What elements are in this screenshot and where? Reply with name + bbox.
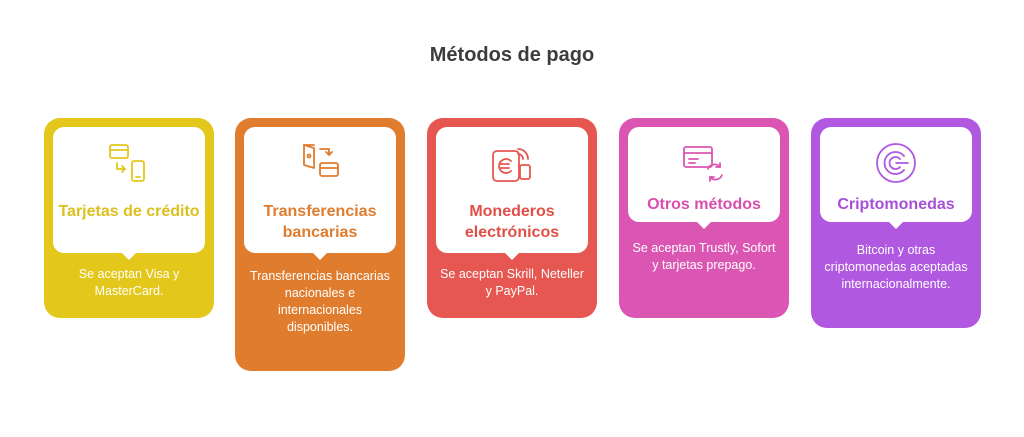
card-description: Se aceptan Skrill, Neteller y PayPal.	[440, 267, 584, 298]
card-description: Bitcoin y otras criptomonedas aceptadas …	[824, 243, 968, 291]
card-description: Transferencias bancarias nacionales e in…	[250, 269, 390, 334]
e-wallet-icon	[488, 139, 536, 187]
card-otros-metodos: Otros métodos Se aceptan Trustly, Sofort…	[619, 118, 789, 318]
card-label: Tarjetas de crédito	[58, 203, 200, 220]
card-header: Tarjetas de crédito	[53, 127, 205, 260]
card-refresh-icon	[680, 139, 728, 187]
crypto-coin-icon	[872, 139, 920, 187]
card-label: Monederos electrónicos	[464, 203, 560, 241]
card-header: Monederos electrónicos	[436, 127, 588, 260]
card-description: Se aceptan Visa y MasterCard.	[78, 267, 180, 298]
card-header: Criptomonedas	[820, 127, 972, 229]
card-criptomonedas: Criptomonedas Bitcoin y otras criptomone…	[811, 118, 981, 328]
card-transfer-phone-icon	[105, 139, 153, 187]
card-monederos-electronicos: Monederos electrónicos Se aceptan Skrill…	[427, 118, 597, 318]
card-label: Otros métodos	[647, 196, 761, 213]
card-header: Otros métodos	[628, 127, 780, 229]
card-label: Transferencias bancarias	[263, 203, 377, 241]
card-transferencias-bancarias: Transferencias bancarias Transferencias …	[235, 118, 405, 371]
diagram-title: Métodos de pago	[429, 44, 595, 66]
card-label: Criptomonedas	[837, 196, 955, 213]
bank-transfer-icon	[296, 139, 344, 187]
card-tarjetas-credito: Tarjetas de crédito Se aceptan Visa y Ma…	[44, 118, 214, 318]
card-description: Se aceptan Trustly, Sofort y tarjetas pr…	[632, 241, 776, 272]
card-header: Transferencias bancarias	[244, 127, 396, 260]
